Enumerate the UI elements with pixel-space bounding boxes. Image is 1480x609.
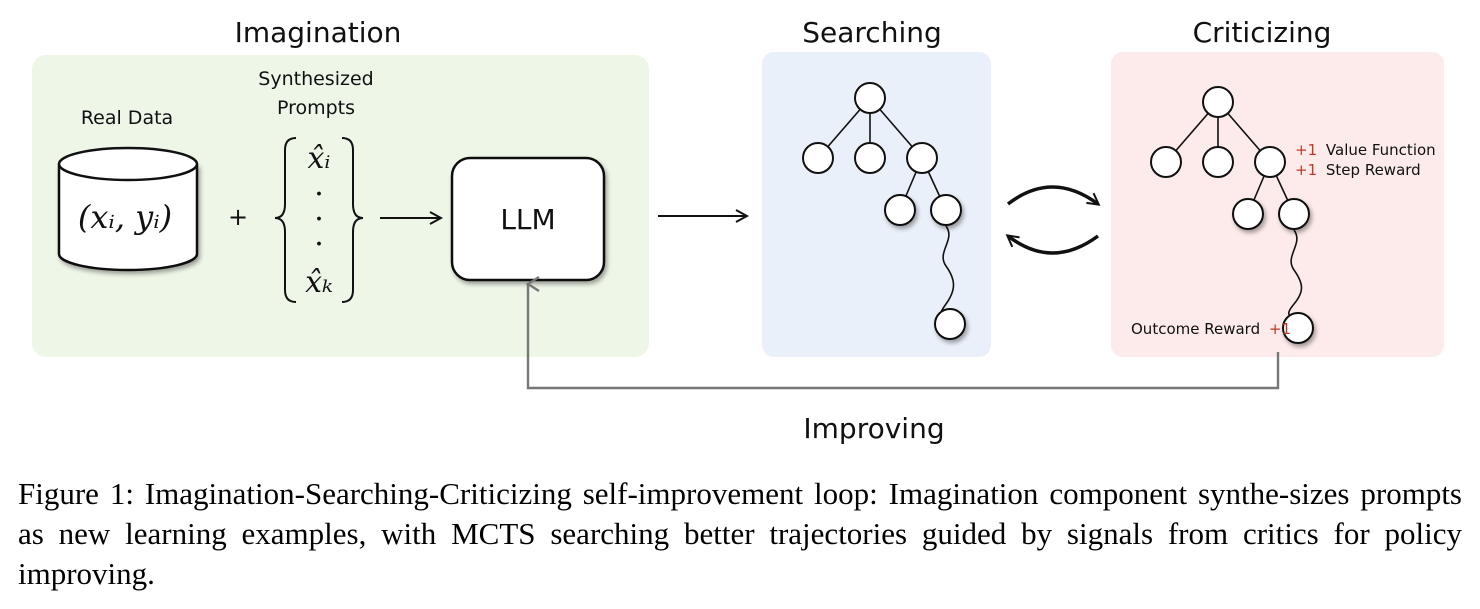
cycle-arrow-top (1006, 185, 1098, 204)
synth-label-line2: Prompts (277, 97, 355, 119)
tree-node (884, 194, 916, 226)
tree-node (1202, 86, 1234, 118)
tree-node (1278, 198, 1310, 230)
right-brace (341, 137, 364, 303)
outcome-reward-label: Outcome Reward +1 (1131, 320, 1291, 338)
outcome-plus: +1 (1269, 320, 1291, 338)
step-text: Step Reward (1326, 161, 1421, 179)
data-formula: (xᵢ, yᵢ) (78, 198, 172, 236)
prompt-dot-1: · (314, 177, 324, 212)
diagram: Imagination Searching Criticizing Real D… (32, 16, 1444, 445)
improving-label: Improving (803, 412, 944, 445)
llm-label: LLM (500, 203, 555, 236)
prompt-dot-3: · (314, 227, 324, 262)
step-plus: +1 (1295, 161, 1317, 179)
tree-node (854, 82, 886, 114)
tree-node (930, 194, 962, 226)
imagination-panel (32, 55, 649, 357)
searching-title: Searching (802, 16, 942, 49)
tree-node (934, 308, 966, 340)
plus-sign: + (228, 203, 248, 231)
improving-arrow (525, 275, 1280, 390)
searching-panel (762, 52, 991, 357)
real-data-label: Real Data (81, 107, 173, 129)
tree-node (1232, 198, 1264, 230)
tree-node (1202, 146, 1234, 178)
prompt-last: x̂ₖ (305, 265, 333, 300)
value-function-label: +1 Value Function (1295, 141, 1436, 159)
left-brace (274, 137, 297, 303)
criticizing-title: Criticizing (1193, 16, 1332, 49)
imagination-title: Imagination (235, 16, 402, 49)
criticizing-panel (1111, 52, 1444, 357)
tree-node (1150, 146, 1182, 178)
step-reward-label: +1 Step Reward (1295, 161, 1421, 179)
tree-node (854, 142, 886, 174)
prompt-dot-2: · (314, 202, 324, 237)
figure-caption: Figure 1: Imagination-Searching-Criticiz… (18, 476, 1462, 591)
tree-node (1254, 146, 1286, 178)
value-text: Value Function (1326, 141, 1436, 159)
prompt-first: x̂ᵢ (308, 141, 331, 176)
search-tree-nodes (802, 82, 966, 340)
cycle-arrow-bottom (1008, 236, 1100, 255)
tree-node (1282, 312, 1314, 344)
value-plus: +1 (1295, 141, 1317, 159)
critic-tree-nodes (1150, 86, 1314, 344)
tree-node (802, 142, 834, 174)
outcome-text: Outcome Reward (1131, 320, 1260, 338)
tree-node (906, 142, 938, 174)
database-icon (57, 146, 199, 272)
synth-label-line1: Synthesized (258, 68, 373, 90)
